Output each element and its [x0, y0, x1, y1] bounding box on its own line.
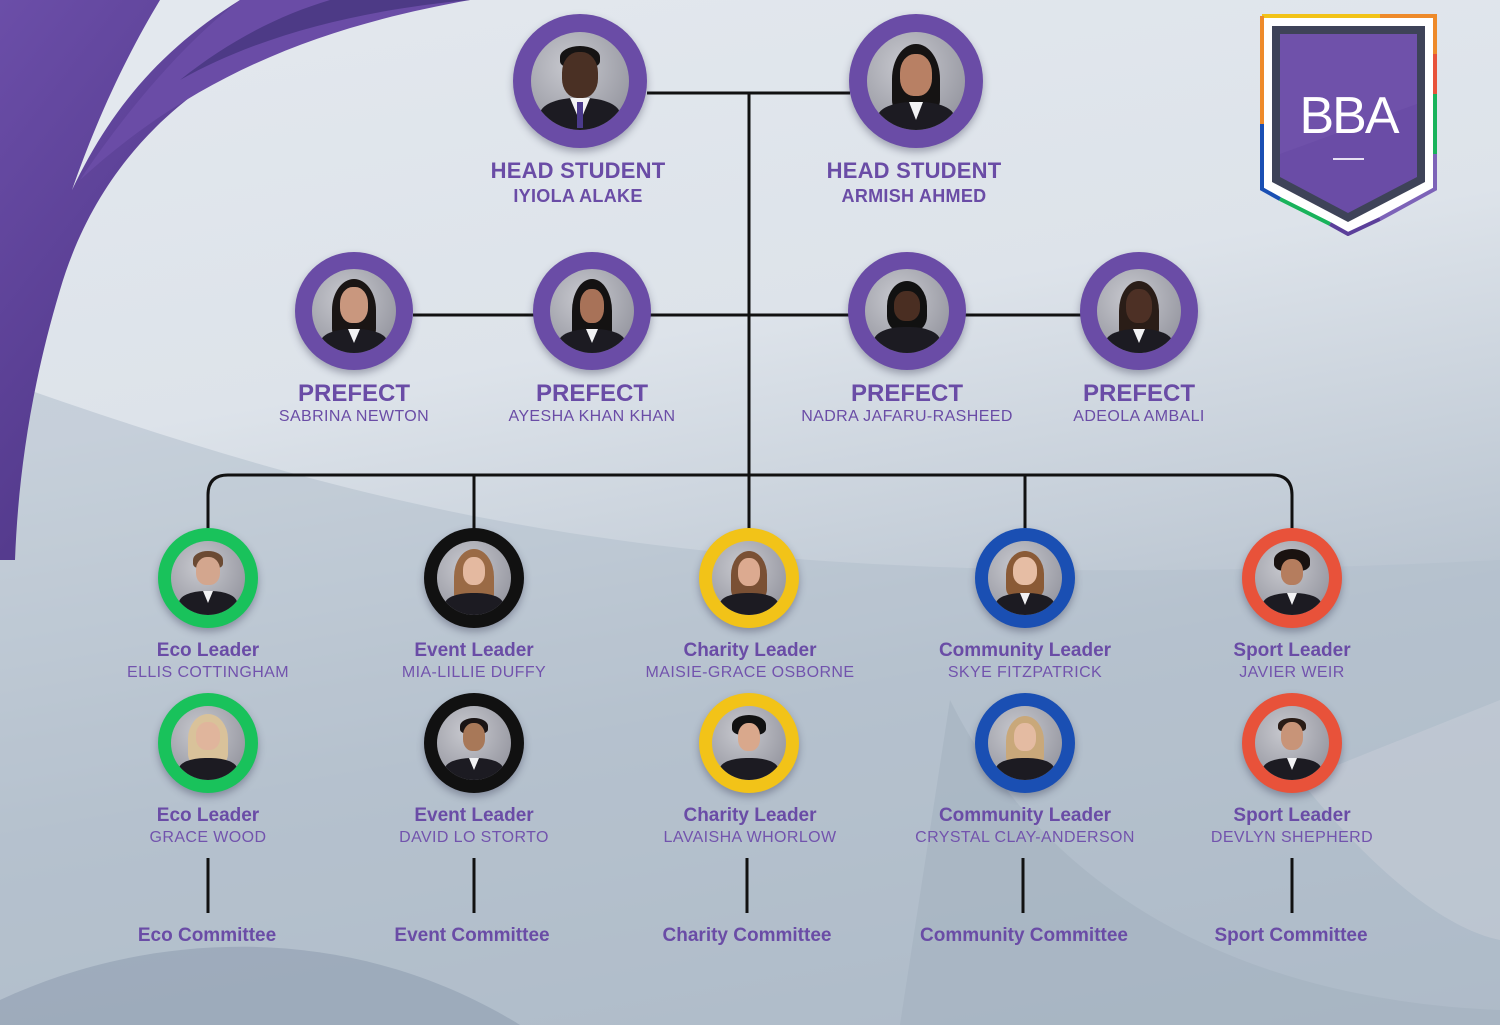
person-name: MIA-LILLIE DUFFY — [401, 664, 547, 681]
person-name: ADEOLA AMBALI — [1073, 408, 1205, 425]
person-name: DAVID LO STORTO — [399, 829, 549, 846]
portrait-photo — [531, 32, 629, 130]
prefect-card-2: PREFECT AYESHA KHAN KHAN — [508, 380, 675, 426]
portrait-photo — [171, 541, 245, 615]
portrait-photo — [867, 32, 965, 130]
head-student-card-2: HEAD STUDENT ARMISH AHMED — [827, 158, 1002, 207]
role-title: Eco Leader — [156, 805, 260, 826]
person-name: SABRINA NEWTON — [278, 408, 430, 425]
avatar-prefect-1 — [295, 252, 413, 370]
role-title: Community Leader — [938, 805, 1112, 826]
sport-leader-card-2: Sport Leader DEVLYN SHEPHERD — [1211, 805, 1373, 847]
avatar-prefect-3 — [848, 252, 966, 370]
avatar-head-student-2 — [849, 14, 983, 148]
sport-committee-label: Sport Committee — [1214, 925, 1368, 946]
portrait-photo — [437, 706, 511, 780]
logo-text: BBA — [1299, 87, 1399, 145]
avatar-event-leader-1 — [424, 528, 524, 628]
person-name: LAVAISHA WHORLOW — [663, 829, 837, 846]
community-committee-label: Community Committee — [920, 925, 1128, 946]
eco-committee-label: Eco Committee — [137, 925, 277, 946]
avatar-prefect-2 — [533, 252, 651, 370]
person-name: SKYE FITZPATRICK — [947, 664, 1103, 681]
portrait-photo — [712, 706, 786, 780]
portrait-photo — [1255, 706, 1329, 780]
role-title: HEAD STUDENT — [490, 158, 666, 183]
person-name: CRYSTAL CLAY-ANDERSON — [915, 829, 1135, 846]
portrait-photo — [1255, 541, 1329, 615]
person-name: IYIOLA ALAKE — [513, 186, 643, 206]
portrait-photo — [171, 706, 245, 780]
person-name: GRACE WOOD — [149, 829, 267, 846]
role-title: Sport Leader — [1233, 805, 1351, 826]
person-name: DEVLYN SHEPHERD — [1210, 829, 1374, 846]
role-title: Eco Leader — [156, 640, 260, 661]
role-title: PREFECT — [1082, 380, 1196, 407]
role-title: PREFECT — [297, 380, 410, 407]
avatar-eco-leader-1 — [158, 528, 258, 628]
person-name: JAVIER WEIR — [1239, 664, 1345, 681]
portrait-photo — [988, 706, 1062, 780]
avatar-charity-leader-1 — [699, 528, 799, 628]
portrait-photo — [1097, 269, 1181, 353]
avatar-community-leader-2 — [975, 693, 1075, 793]
avatar-event-leader-2 — [424, 693, 524, 793]
person-name: ELLIS COTTINGHAM — [127, 664, 289, 681]
sport-leader-card-1: Sport Leader JAVIER WEIR — [1233, 640, 1350, 682]
portrait-photo — [712, 541, 786, 615]
prefect-card-3: PREFECT NADRA JAFARU-RASHEED — [801, 380, 1013, 426]
avatar-head-student-1 — [513, 14, 647, 148]
avatar-charity-leader-2 — [699, 693, 799, 793]
event-committee-label: Event Committee — [394, 925, 550, 946]
role-title: Event Leader — [414, 640, 534, 661]
portrait-photo — [865, 269, 949, 353]
event-leader-card-2: Event Leader DAVID LO STORTO — [399, 805, 549, 847]
eco-leader-card-1: Eco Leader ELLIS COTTINGHAM — [127, 640, 289, 682]
portrait-photo — [437, 541, 511, 615]
charity-committee-label: Charity Committee — [662, 925, 832, 946]
role-title: Sport Leader — [1233, 640, 1351, 661]
prefect-card-4: PREFECT ADEOLA AMBALI — [1073, 380, 1204, 426]
charity-leader-card-1: Charity Leader MAISIE-GRACE OSBORNE — [646, 640, 855, 682]
role-title: PREFECT — [850, 380, 963, 407]
role-title: HEAD STUDENT — [826, 158, 1002, 183]
head-student-card-1: HEAD STUDENT IYIOLA ALAKE — [491, 158, 666, 207]
role-title: Community Leader — [938, 640, 1112, 661]
person-name: MAISIE-GRACE OSBORNE — [645, 664, 855, 681]
avatar-sport-leader-1 — [1242, 528, 1342, 628]
logo-underline — [1333, 158, 1364, 160]
community-leader-card-1: Community Leader SKYE FITZPATRICK — [939, 640, 1111, 682]
person-name: AYESHA KHAN KHAN — [508, 408, 676, 425]
person-name: NADRA JAFARU-RASHEED — [801, 408, 1013, 425]
avatar-eco-leader-2 — [158, 693, 258, 793]
eco-leader-card-2: Eco Leader GRACE WOOD — [150, 805, 267, 847]
event-leader-card-1: Event Leader MIA-LILLIE DUFFY — [402, 640, 546, 682]
role-title: PREFECT — [535, 380, 649, 407]
shield-icon — [1260, 14, 1437, 237]
role-title: Charity Leader — [683, 805, 817, 826]
person-name: ARMISH AHMED — [841, 186, 987, 206]
avatar-sport-leader-2 — [1242, 693, 1342, 793]
portrait-photo — [988, 541, 1062, 615]
role-title: Event Leader — [414, 805, 534, 826]
portrait-photo — [312, 269, 396, 353]
school-logo: BBA — [1260, 14, 1437, 237]
avatar-prefect-4 — [1080, 252, 1198, 370]
community-leader-card-2: Community Leader CRYSTAL CLAY-ANDERSON — [915, 805, 1135, 847]
charity-leader-card-2: Charity Leader LAVAISHA WHORLOW — [664, 805, 837, 847]
prefect-card-1: PREFECT SABRINA NEWTON — [279, 380, 429, 426]
avatar-community-leader-1 — [975, 528, 1075, 628]
portrait-photo — [550, 269, 634, 353]
role-title: Charity Leader — [683, 640, 817, 661]
